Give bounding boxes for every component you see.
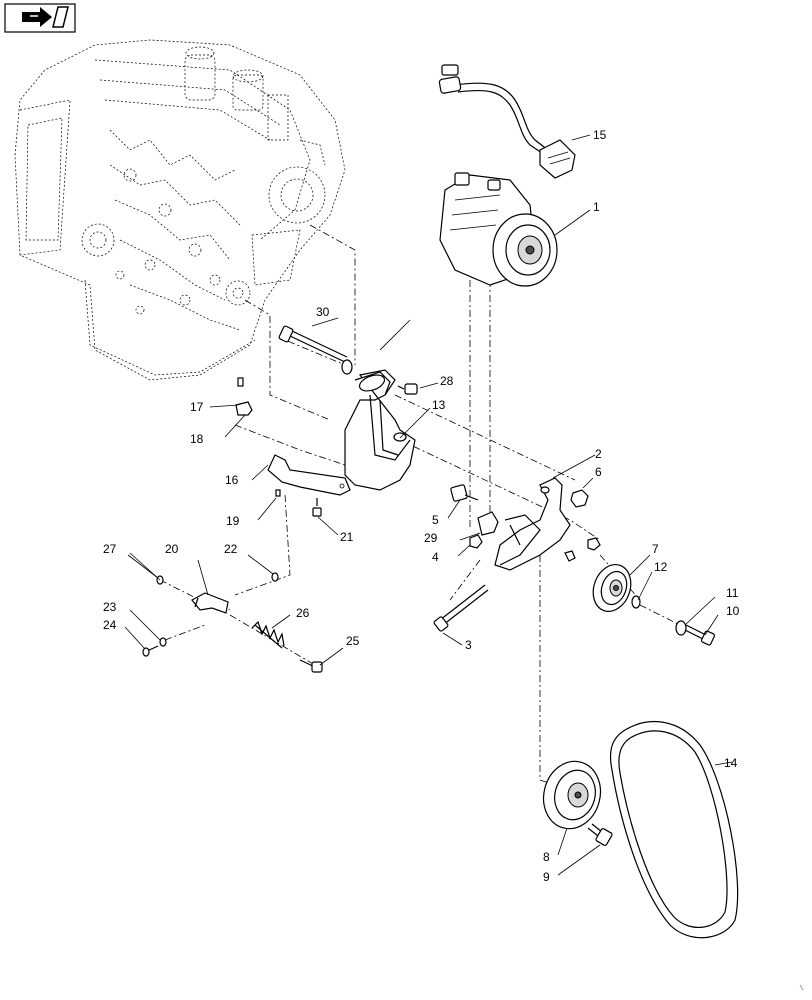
callout-20: 20 <box>165 542 179 556</box>
tensioner-bracket <box>494 477 571 571</box>
leader-lines <box>124 134 733 876</box>
drive-belt <box>609 721 739 939</box>
block-29 <box>477 511 499 536</box>
washer-11 <box>675 620 687 636</box>
spring-26 <box>251 620 285 649</box>
fastener-23-24 <box>142 637 167 657</box>
bolt-10 <box>684 624 716 646</box>
callout-6: 6 <box>595 465 602 479</box>
callout-21: 21 <box>340 530 354 544</box>
callout-30: 30 <box>316 305 330 319</box>
ac-compressor <box>439 172 558 287</box>
callout-1: 1 <box>593 200 600 214</box>
corner-mark <box>799 984 804 991</box>
callout-3: 3 <box>465 638 472 652</box>
bolt-9 <box>587 823 613 846</box>
bracket-20 <box>191 592 229 614</box>
nav-icon-button[interactable] <box>4 3 76 33</box>
callout-9: 9 <box>543 870 550 884</box>
arrow-right-icon <box>22 6 69 28</box>
mounting-bracket <box>344 369 416 491</box>
callout-14: 14 <box>724 756 738 770</box>
callout-4: 4 <box>432 550 439 564</box>
callout-29: 29 <box>424 531 438 545</box>
washer-12 <box>631 595 641 609</box>
nut-4 <box>469 534 483 549</box>
bolt-21 <box>312 498 322 517</box>
clip-17-18 <box>235 377 253 416</box>
plate-16 <box>267 454 351 496</box>
callout-12: 12 <box>654 560 668 574</box>
callout-17: 17 <box>190 400 204 414</box>
callout-labels: 15 1 30 28 13 17 18 16 19 21 2 6 5 29 4 … <box>103 128 740 884</box>
bolt-28 <box>397 383 418 395</box>
callout-7: 7 <box>652 542 659 556</box>
wiring-harness <box>438 64 576 179</box>
callout-24: 24 <box>103 618 117 632</box>
callout-28: 28 <box>440 374 454 388</box>
callout-15: 15 <box>593 128 607 142</box>
callout-18: 18 <box>190 432 204 446</box>
callout-16: 16 <box>225 473 239 487</box>
callout-27: 27 <box>103 542 117 556</box>
callout-25: 25 <box>346 634 360 648</box>
bolt-3 <box>433 584 489 632</box>
bolt-25 <box>299 659 323 673</box>
callout-10: 10 <box>726 604 740 618</box>
assembly-center-lines <box>159 224 681 786</box>
callout-26: 26 <box>296 606 310 620</box>
callout-22: 22 <box>224 542 238 556</box>
callout-19: 19 <box>226 514 240 528</box>
nut-6 <box>570 489 589 508</box>
callout-13: 13 <box>432 398 446 412</box>
callout-8: 8 <box>543 850 550 864</box>
washer-small <box>564 537 601 562</box>
fastener-19 <box>275 489 281 497</box>
bolt-5 <box>450 484 479 502</box>
callout-23: 23 <box>103 600 117 614</box>
crank-pulley <box>542 760 602 830</box>
engine-assembly <box>14 39 346 381</box>
callout-2: 2 <box>595 447 602 461</box>
callout-5: 5 <box>432 513 439 527</box>
bolt-30 <box>278 325 353 375</box>
nut-22 <box>271 572 279 582</box>
idler-pulley <box>592 564 632 612</box>
callout-11: 11 <box>726 586 739 600</box>
